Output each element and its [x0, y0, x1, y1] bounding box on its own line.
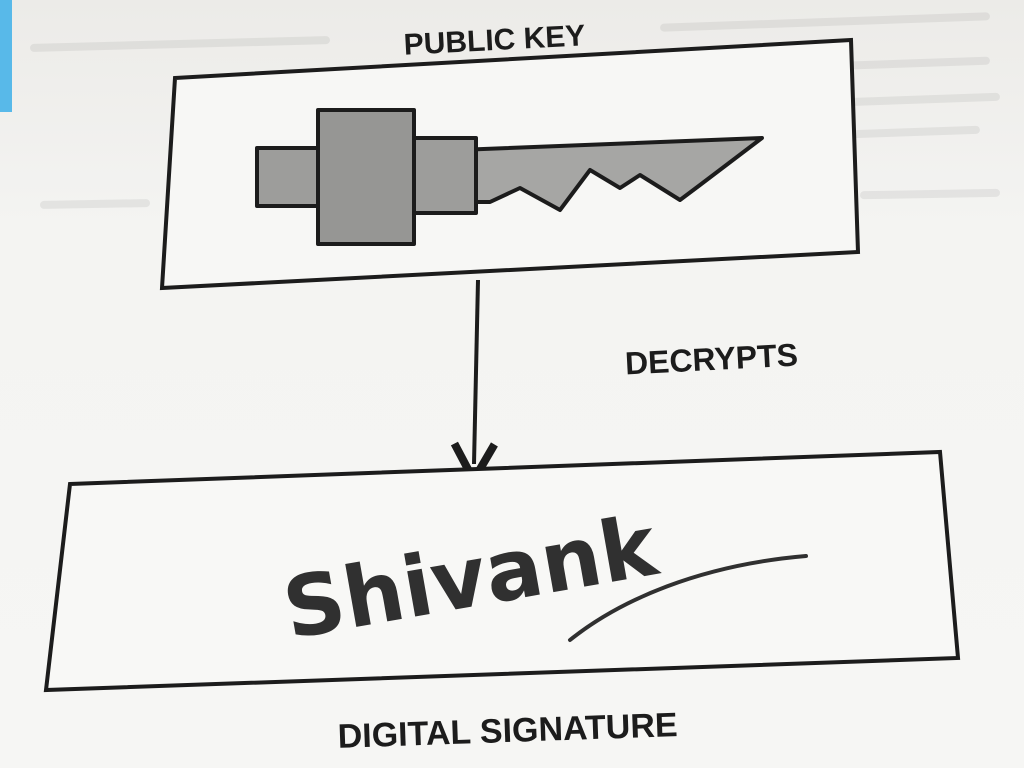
- signature-box: [43, 449, 961, 693]
- decrypts-label: DECRYPTS: [624, 337, 799, 382]
- key-bow: [316, 108, 416, 246]
- key-icon: [255, 108, 764, 246]
- decrypts-arrow: [474, 279, 478, 464]
- key-side-tab: [255, 146, 324, 208]
- key-side-tab: [408, 136, 478, 215]
- corner-accent: [0, 0, 12, 112]
- key-blade: [456, 136, 764, 212]
- signature-underline: [568, 554, 808, 642]
- digital-signature-label: DIGITAL SIGNATURE: [337, 706, 678, 756]
